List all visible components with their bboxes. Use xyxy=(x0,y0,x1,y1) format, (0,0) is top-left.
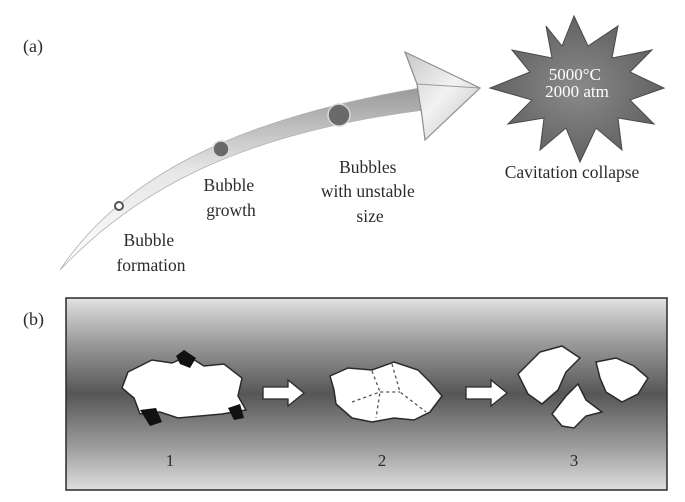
cavity-spot-top xyxy=(176,350,196,368)
bubble-unstable-dot xyxy=(327,103,351,127)
step-number-1: 1 xyxy=(166,451,175,470)
stage-unstable-line3: size xyxy=(356,206,383,226)
process-arrow-head xyxy=(403,50,482,142)
stage-growth-line2: growth xyxy=(206,200,256,220)
stage-unstable-label: Bubbles with unstable size xyxy=(321,157,419,226)
crack-line-c xyxy=(351,391,400,403)
fragment-left xyxy=(517,345,582,405)
collapse-temperature: 5000°C xyxy=(549,65,601,84)
stage-growth-label: Bubble growth xyxy=(204,175,259,220)
panel-a-label: (a) xyxy=(23,36,43,57)
stage-growth-line1: Bubble xyxy=(204,175,255,195)
collapse-conditions: 5000°C 2000 atm xyxy=(545,65,609,101)
arrow-head-edge xyxy=(416,83,482,141)
stage-unstable-line2: with unstable xyxy=(321,181,415,201)
stage-formation-line2: formation xyxy=(116,255,185,275)
step-number-3: 3 xyxy=(570,451,579,470)
crack-line-b xyxy=(391,363,427,413)
particle-stage-3 xyxy=(517,345,649,429)
crack-line-a xyxy=(371,370,381,419)
step-number-2: 2 xyxy=(378,451,387,470)
stage-formation-label: Bubble formation xyxy=(116,230,185,275)
panel-b-label: (b) xyxy=(23,309,44,330)
collapse-pressure: 2000 atm xyxy=(545,82,609,101)
particle-stage-2 xyxy=(329,361,443,423)
stage-unstable-line1: Bubbles xyxy=(339,157,397,177)
fragment-bottom xyxy=(551,382,604,429)
step-arrow-1 xyxy=(262,378,306,408)
step-arrow-2 xyxy=(465,378,509,408)
cavity-spot-left xyxy=(140,408,162,426)
stage-formation-line1: Bubble xyxy=(124,230,175,250)
bubble-formation-dot xyxy=(114,201,124,211)
bubble-growth-dot xyxy=(212,140,230,158)
collapse-burst-icon xyxy=(488,14,666,164)
particle-2-shape xyxy=(329,361,443,423)
cavity-spot-right xyxy=(228,404,244,420)
fragment-right xyxy=(595,357,649,403)
particle-stage-1 xyxy=(121,350,248,426)
collapse-caption: Cavitation collapse xyxy=(505,162,640,182)
